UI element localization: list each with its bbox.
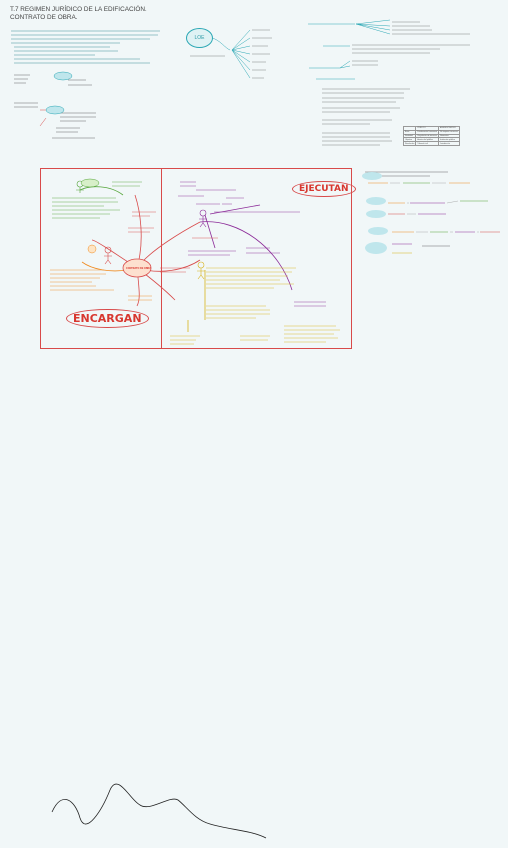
right-flow-arrows xyxy=(390,182,479,233)
concept-map-divider xyxy=(161,168,162,349)
table-cell: Jurisdicción xyxy=(438,141,460,146)
red-connectors xyxy=(39,109,47,127)
flow-bubble-2 xyxy=(366,197,386,205)
teal-blob-1 xyxy=(53,71,73,81)
table-cell: Resolución xyxy=(402,141,417,146)
loe-branch-text xyxy=(190,29,272,79)
comparison-table: PÚBLICO ADMINISTRATIVO Base Fundamental … xyxy=(402,126,460,146)
right-flow-notes xyxy=(365,171,500,254)
right-top-branches xyxy=(339,19,391,69)
table-cell: Tribunal civil xyxy=(415,141,440,146)
left-cluster-notes xyxy=(14,74,96,139)
loe-label: LOE xyxy=(194,35,205,41)
purple-notes xyxy=(178,181,326,307)
person-icon-purple xyxy=(199,209,207,228)
right-top-headings xyxy=(308,23,355,80)
intro-paragraph xyxy=(11,30,160,64)
title-line-2: CONTRATO DE OBRA. xyxy=(10,13,78,21)
contract-center-label: CONTRATO DE OBRA xyxy=(126,267,152,270)
teal-blob-2 xyxy=(45,105,65,115)
flow-bubble-4 xyxy=(368,227,388,235)
right-top-notes xyxy=(322,21,470,146)
person-icon-red xyxy=(104,246,112,265)
money-icon xyxy=(87,244,97,254)
ejecutan-heading: EJECUTAN xyxy=(292,181,356,197)
loe-bubble: LOE xyxy=(186,28,213,48)
flow-bubble-1 xyxy=(362,172,382,180)
red-notes xyxy=(128,211,218,273)
ink-scribble xyxy=(51,783,267,839)
person-icon-yellow xyxy=(197,261,205,280)
yellow-notes xyxy=(170,267,340,345)
encargan-heading: ENCARGAN xyxy=(66,309,149,328)
loe-branches xyxy=(211,29,251,79)
orange-notes xyxy=(50,269,152,301)
concept-map-frame xyxy=(40,168,352,349)
title-line-1: T.7 REGIMEN JURÍDICO DE LA EDIFICACIÓN. xyxy=(10,6,147,13)
table-row: Resolución Tribunal civil Jurisdicción xyxy=(402,141,460,146)
flow-bubble-3 xyxy=(366,210,386,218)
document-title: T.7 REGIMEN JURÍDICO DE LA EDIFICACIÓN. … xyxy=(10,6,147,21)
contract-center-blob xyxy=(122,258,152,278)
green-notes xyxy=(52,181,142,219)
flow-bubble-5 xyxy=(365,242,387,254)
green-heading-blob xyxy=(80,178,100,188)
